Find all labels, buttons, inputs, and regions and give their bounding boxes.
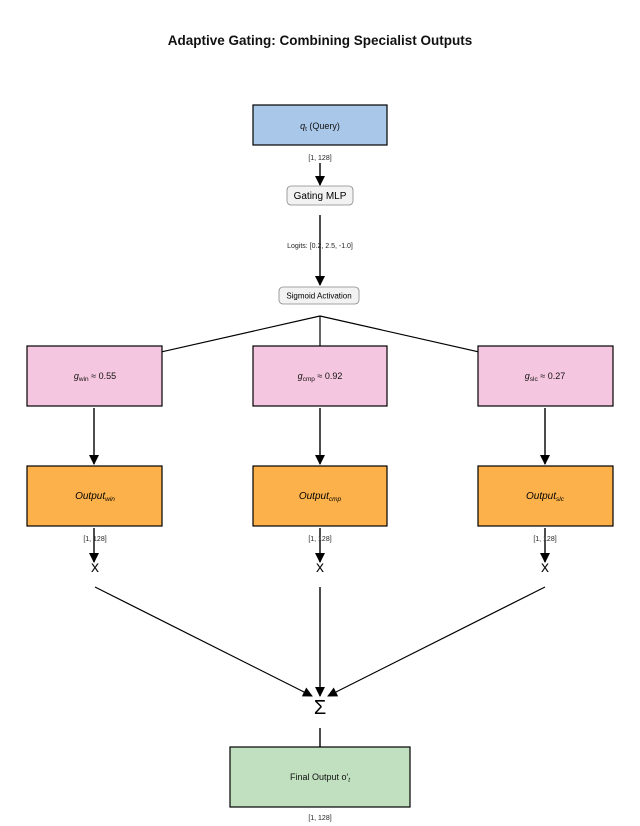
output-shape-slc: [1, 128] bbox=[533, 536, 556, 543]
gate-label-cmp: gcmp ≈ 0.92 bbox=[298, 371, 343, 383]
output-label-cmp: Outputcmp bbox=[299, 491, 342, 503]
gating-mlp-label: Gating MLP bbox=[294, 191, 347, 202]
output-label-slc: Outputslc bbox=[526, 491, 565, 503]
gate-label-win: gwin ≈ 0.55 bbox=[74, 371, 116, 383]
gating-mlp-node bbox=[286, 185, 354, 206]
arrow-mult-to-sum-win bbox=[94, 586, 313, 697]
gate-node-slc bbox=[477, 345, 614, 407]
logits-label: Logits: [0.2, 2.5, -1.0] bbox=[287, 243, 353, 250]
output-node-slc bbox=[477, 465, 614, 527]
final-output-shape: [1, 128] bbox=[308, 815, 331, 822]
final-output-label: Final Output o′t bbox=[290, 772, 351, 784]
sigmoid-node bbox=[278, 286, 360, 305]
query-node bbox=[252, 104, 388, 146]
output-node-cmp bbox=[252, 465, 388, 527]
query-label: qt (Query) bbox=[300, 121, 340, 133]
gate-node-cmp bbox=[252, 345, 388, 407]
multiply-symbol-win: x bbox=[91, 559, 99, 576]
diagram-title: Adaptive Gating: Combining Specialist Ou… bbox=[167, 33, 473, 48]
gate-label-slc: gslc ≈ 0.27 bbox=[525, 371, 565, 383]
gate-node-win bbox=[26, 345, 163, 407]
sum-symbol: Σ bbox=[314, 697, 326, 719]
output-shape-win: [1, 128] bbox=[83, 536, 106, 543]
sigmoid-label: Sigmoid Activation bbox=[286, 292, 351, 301]
multiply-symbol-cmp: x bbox=[316, 559, 324, 576]
output-shape-cmp: [1, 128] bbox=[308, 536, 331, 543]
output-label-win: Outputwin bbox=[75, 491, 115, 503]
multiply-symbol-slc: x bbox=[541, 559, 549, 576]
query-shape: [1, 128] bbox=[308, 155, 331, 162]
arrow-mult-to-sum-slc bbox=[327, 586, 546, 697]
output-node-win bbox=[26, 465, 163, 527]
final-output-node bbox=[229, 746, 411, 808]
